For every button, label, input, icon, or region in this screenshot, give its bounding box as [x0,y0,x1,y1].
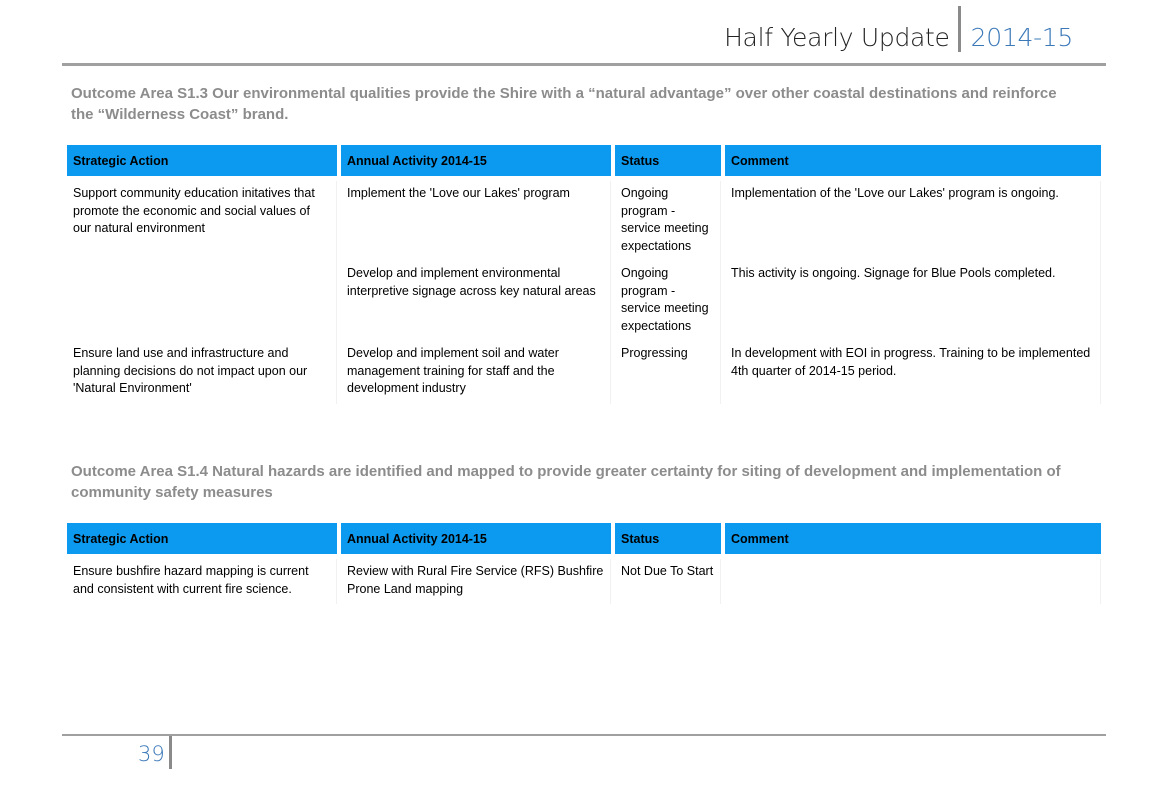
table-header-row: Strategic Action Annual Activity 2014-15… [67,145,1101,176]
strategic-action-cell: Ensure land use and infrastructure and p… [67,341,337,404]
status-cell: Ongoing program - service meeting expect… [615,181,721,261]
header-year: 2014-15 [970,23,1074,52]
comment-cell: In development with EOI in progress. Tra… [725,341,1101,404]
header-rule [62,63,1106,66]
table-row: Support community education initatives t… [67,181,1101,261]
comment-cell: Implementation of the 'Love our Lakes' p… [725,181,1101,261]
header-divider [957,6,961,52]
status-cell: Progressing [615,341,721,404]
status-cell: Ongoing program - service meeting expect… [615,261,721,341]
column-header: Comment [725,523,1101,554]
strategic-action-cell: Ensure bushfire hazard mapping is curren… [67,559,337,604]
footer-divider [169,736,172,769]
column-header: Strategic Action [67,145,337,176]
footer-rule [62,734,1106,736]
activity-cell: Develop and implement soil and water man… [341,341,611,404]
section-title-s1-3: Outcome Area S1.3 Our environmental qual… [71,85,1057,123]
activity-cell: Review with Rural Fire Service (RFS) Bus… [341,559,611,604]
comment-cell: This activity is ongoing. Signage for Bl… [725,261,1101,341]
column-header: Annual Activity 2014-15 [341,523,611,554]
column-header: Comment [725,145,1101,176]
strategic-action-cell [67,261,337,341]
document-title: Half Yearly Update [724,23,950,52]
column-header: Annual Activity 2014-15 [341,145,611,176]
column-header: Status [615,523,721,554]
page-header: Half Yearly Update 2014-15 [724,6,1074,52]
strategic-action-cell: Support community education initatives t… [67,181,337,261]
column-header: Status [615,145,721,176]
activity-cell: Develop and implement environmental inte… [341,261,611,341]
comment-cell [725,559,1101,604]
section-title-s1-4: Outcome Area S1.4 Natural hazards are id… [71,463,1061,501]
table-row: Ensure bushfire hazard mapping is curren… [67,559,1101,604]
table-row: Develop and implement environmental inte… [67,261,1101,341]
page-number: 39 [138,742,165,766]
status-cell: Not Due To Start [615,559,721,604]
table-header-row: Strategic Action Annual Activity 2014-15… [67,523,1101,554]
activity-table-s1-4: Strategic Action Annual Activity 2014-15… [63,523,1105,604]
activity-cell: Implement the 'Love our Lakes' program [341,181,611,261]
column-header: Strategic Action [67,523,337,554]
table-row: Ensure land use and infrastructure and p… [67,341,1101,404]
activity-table-s1-3: Strategic Action Annual Activity 2014-15… [63,145,1105,404]
